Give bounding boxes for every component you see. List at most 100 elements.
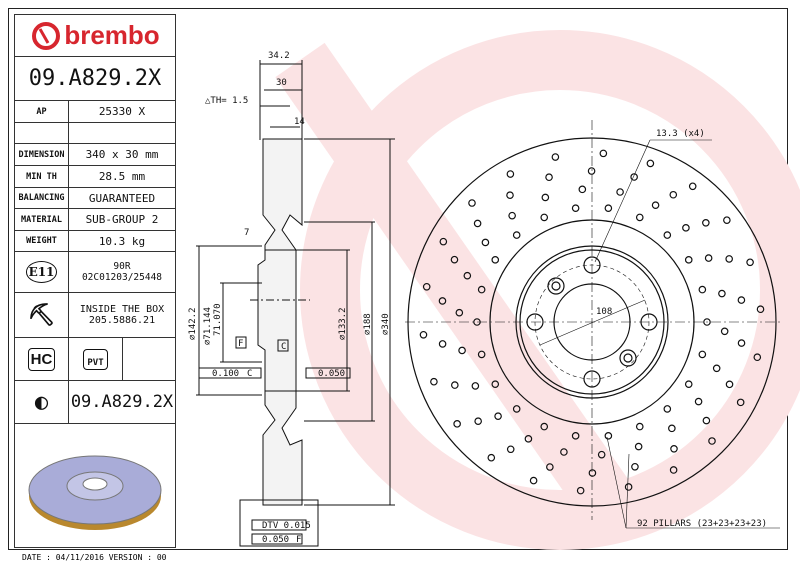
drilled-hole [473, 219, 482, 228]
drilled-hole [616, 188, 624, 196]
section-view [196, 60, 395, 547]
drilled-hole [599, 149, 608, 158]
drilled-hole [471, 382, 480, 390]
drilled-hole [551, 153, 560, 161]
drilled-hole [576, 486, 585, 495]
drilled-hole [753, 353, 762, 362]
spec-value: 25330 X [98, 105, 146, 118]
drilled-hole [545, 173, 553, 182]
spec-value: SUB-GROUP 2 [85, 213, 159, 226]
svg-text:△TH= 1.5: △TH= 1.5 [205, 96, 248, 106]
brembo-logo-icon [32, 21, 61, 50]
drilled-hole [597, 450, 606, 459]
svg-text:⌀188: ⌀188 [363, 313, 373, 335]
drilled-hole [630, 173, 638, 181]
drilled-hole [669, 190, 678, 199]
drilled-hole [453, 420, 461, 428]
badges-row: HC PVT [14, 337, 176, 380]
drilled-hole [546, 463, 554, 471]
drilled-hole [737, 339, 746, 347]
drilled-hole [624, 483, 633, 491]
drilled-hole [604, 204, 613, 212]
product-image [14, 423, 176, 548]
drilled-hole [604, 432, 613, 440]
drilled-hole [718, 289, 726, 298]
drilled-hole [468, 199, 476, 207]
drilled-hole [702, 218, 710, 227]
drilled-hole [646, 159, 655, 168]
drilled-hole [684, 380, 693, 388]
svg-text:108: 108 [596, 307, 612, 317]
front-view [405, 120, 780, 529]
locator-hole [619, 349, 637, 367]
brake-disc-render [28, 455, 162, 530]
drilled-hole [451, 381, 459, 389]
drilled-hole [430, 377, 438, 386]
front-labels: 13.3 (x4) 108 92 PILLARS (23+23+23+23) [596, 129, 767, 529]
hc-badge-icon: HC [27, 347, 56, 371]
svg-text:0.100: 0.100 [212, 369, 239, 379]
locator-hole-inner [623, 353, 633, 363]
drilled-hole [494, 412, 502, 420]
drilled-hole [736, 398, 745, 407]
svg-text:34.2: 34.2 [268, 51, 290, 61]
svg-text:F: F [296, 535, 301, 545]
brembo-watermark [275, 30, 800, 550]
drilled-hole [540, 213, 549, 222]
drilled-hole [688, 182, 697, 191]
spec-row: MATERIAL SUB-GROUP 2 [14, 208, 176, 230]
spec-label [15, 123, 69, 143]
spec-row [14, 122, 176, 143]
drilled-hole [682, 224, 690, 232]
drilled-hole [481, 238, 490, 247]
screw-icon: ⛏ [15, 293, 69, 337]
section-dimensions: 34.2 30 △TH= 1.5 14 7 ⌀142.2 ⌀71.144 71.… [188, 51, 391, 545]
drilled-hole [491, 256, 500, 264]
bolt-hole [583, 370, 601, 388]
homologation-code: 90R [113, 261, 131, 272]
drilled-hole [487, 453, 496, 462]
drilled-hole [419, 330, 428, 339]
pvt-badge-icon: PVT [83, 348, 108, 370]
drilled-hole [698, 350, 707, 359]
svg-text:⌀142.2: ⌀142.2 [188, 307, 198, 340]
drilled-hole [512, 405, 521, 413]
spec-value: 340 x 30 mm [85, 148, 159, 161]
drilled-hole [756, 305, 765, 314]
drilled-hole [635, 422, 644, 431]
drilled-hole [529, 476, 538, 485]
drilled-hole [698, 285, 707, 294]
part-number: 09.A829.2X [14, 56, 176, 100]
drilled-hole [703, 318, 711, 326]
drilled-hole [524, 435, 533, 443]
drilled-hole [588, 469, 597, 477]
drilled-hole [512, 231, 521, 239]
drilled-hole [725, 255, 733, 263]
drilled-hole [458, 346, 466, 355]
drilled-hole [651, 201, 660, 209]
drilled-hole [506, 445, 515, 454]
drilled-hole [477, 350, 486, 359]
drilled-hole [746, 258, 754, 267]
drilled-hole [684, 256, 693, 264]
screw-part-number: 205.5886.21 [88, 315, 156, 326]
spec-label: MATERIAL [15, 209, 69, 230]
drilled-hole [663, 231, 672, 239]
svg-text:92 PILLARS (23+23+23+23): 92 PILLARS (23+23+23+23) [637, 519, 767, 529]
drilled-disc-icon: ◐ [15, 381, 69, 423]
drilled-hole [712, 364, 721, 373]
drilled-hole [723, 216, 731, 224]
drilled-hole [541, 193, 550, 202]
e11-badge-icon: E11 [25, 261, 58, 283]
drilled-hole [438, 297, 447, 305]
drilled-hole [508, 211, 516, 220]
spec-label: MIN TH [15, 166, 69, 187]
spec-value: 28.5 mm [98, 170, 146, 183]
drilled-hole [463, 271, 472, 280]
drilled-hole [670, 445, 678, 453]
